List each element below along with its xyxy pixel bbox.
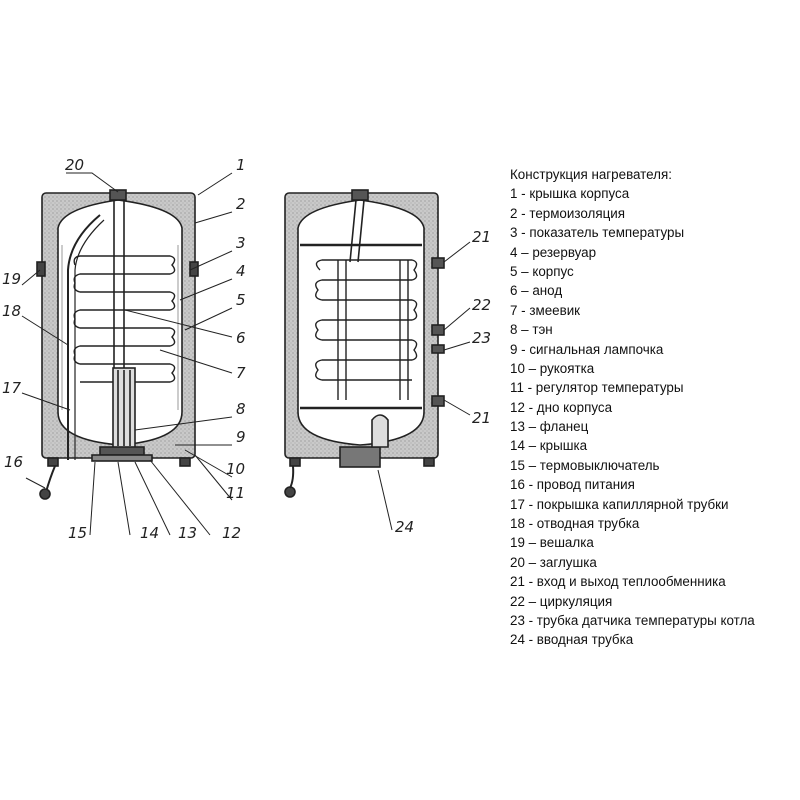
- right-coil: [315, 259, 418, 400]
- right-section-view: [284, 189, 445, 498]
- legend-item: 7 - змеевик: [510, 302, 581, 318]
- callout-16: 16: [4, 453, 23, 471]
- callout-4: 4: [236, 262, 246, 280]
- legend-item: 10 – рукоятка: [510, 360, 595, 376]
- legend-title: Конструкция нагревателя:: [510, 167, 672, 182]
- legend-item: 23 - трубка датчика температуры котла: [510, 612, 755, 628]
- callout-11: 11: [226, 484, 245, 502]
- callout-9: 9: [236, 428, 246, 446]
- callout-7: 7: [236, 364, 246, 382]
- legend-item: 14 – крышка: [510, 438, 588, 454]
- legend-item: 24 - вводная трубка: [510, 632, 634, 648]
- left-leader-lines: [21, 172, 233, 536]
- legend-item: 13 – фланец: [510, 419, 589, 435]
- legend-item: 12 - дно корпуса: [510, 399, 613, 415]
- legend-item: 2 - термоизоляция: [510, 205, 625, 221]
- left-heating-element: [112, 367, 136, 449]
- callout-2: 2: [236, 195, 246, 213]
- legend-item: 1 - крышка корпуса: [510, 186, 630, 202]
- callout-23: 23: [472, 329, 491, 347]
- callout-24: 24: [395, 518, 414, 536]
- callout-14: 14: [140, 524, 159, 542]
- callout-22: 22: [472, 296, 491, 314]
- left-inner-tank: [57, 199, 183, 446]
- callout-6: 6: [236, 329, 246, 347]
- legend-item: 6 – анод: [510, 283, 563, 299]
- legend: Конструкция нагревателя: 1 - крышка корп…: [510, 165, 800, 650]
- legend-item: 21 - вход и выход теплообменника: [510, 574, 726, 590]
- legend-item: 11 - регулятор температуры: [510, 380, 684, 396]
- callout-21-bottom: 21: [472, 409, 491, 427]
- legend-item: 3 - показатель температуры: [510, 225, 685, 241]
- legend-item: 19 – вешалка: [510, 535, 594, 551]
- callout-10: 10: [226, 460, 245, 478]
- legend-item: 22 – циркуляция: [510, 593, 613, 609]
- legend-item: 15 – термовыключатель: [510, 457, 660, 473]
- left-section-view: [36, 189, 199, 500]
- right-leader-lines: [377, 241, 471, 531]
- legend-item: 9 - сигнальная лампочка: [510, 341, 664, 357]
- legend-item: 17 - покрышка капиллярной трубки: [510, 496, 729, 512]
- right-inner-tank: [297, 199, 425, 446]
- callout-3: 3: [236, 234, 246, 252]
- callout-19: 19: [2, 270, 21, 288]
- callout-20: 20: [65, 156, 84, 174]
- legend-item: 4 – резервуар: [510, 244, 597, 260]
- callout-15: 15: [68, 524, 87, 542]
- legend-item: 20 – заглушка: [510, 554, 597, 570]
- callout-13: 13: [178, 524, 197, 542]
- callout-8: 8: [236, 400, 246, 418]
- callout-1: 1: [236, 156, 246, 174]
- callout-18: 18: [2, 302, 21, 320]
- legend-item: 16 - провод питания: [510, 477, 635, 493]
- callout-21-top: 21: [472, 228, 491, 246]
- legend-item: 8 – тэн: [510, 322, 553, 338]
- legend-item: 5 – корпус: [510, 263, 574, 279]
- callout-17: 17: [2, 379, 22, 397]
- legend-item: 18 - отводная трубка: [510, 516, 640, 532]
- callout-5: 5: [236, 291, 246, 309]
- callout-12: 12: [222, 524, 241, 542]
